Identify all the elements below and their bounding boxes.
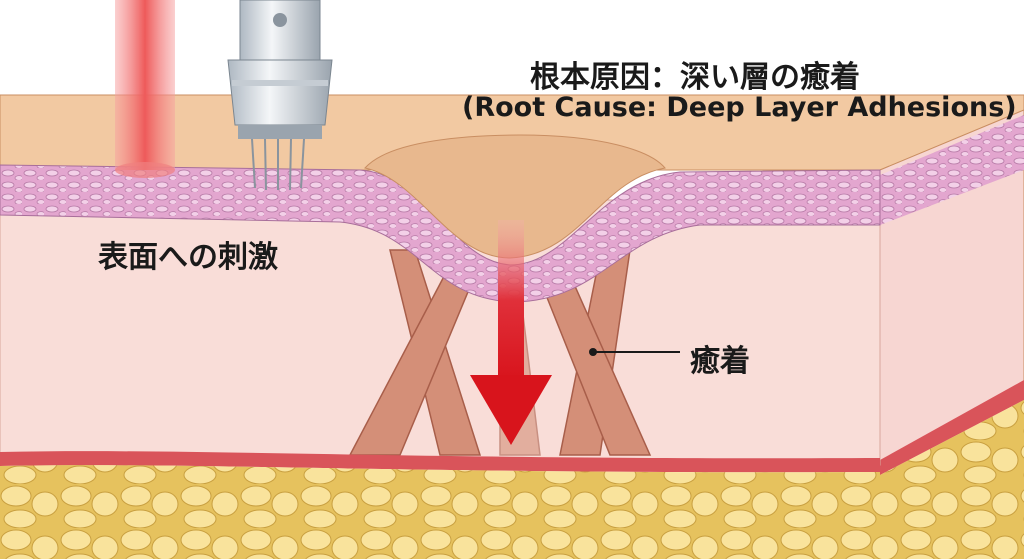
downward-arrow-icon <box>470 220 552 445</box>
fascia-line <box>0 451 880 473</box>
side-epidermis <box>880 115 1024 225</box>
epidermis-layer <box>0 164 881 303</box>
adhesion-pointer <box>589 348 680 356</box>
side-fascia <box>880 380 1024 475</box>
side-fat <box>880 400 1024 559</box>
title-japanese: 根本原因：深い層の癒着 <box>530 60 860 95</box>
surface-stimulation-label: 表面への刺激 <box>98 240 278 275</box>
microneedle-device-icon <box>227 0 333 191</box>
adhesion-label: 癒着 <box>690 344 750 379</box>
title-english: (Root Cause: Deep Layer Adhesions) <box>462 92 1017 123</box>
laser-beam-icon <box>115 0 175 170</box>
skin-depression <box>364 134 666 259</box>
fat-layer <box>0 465 880 559</box>
